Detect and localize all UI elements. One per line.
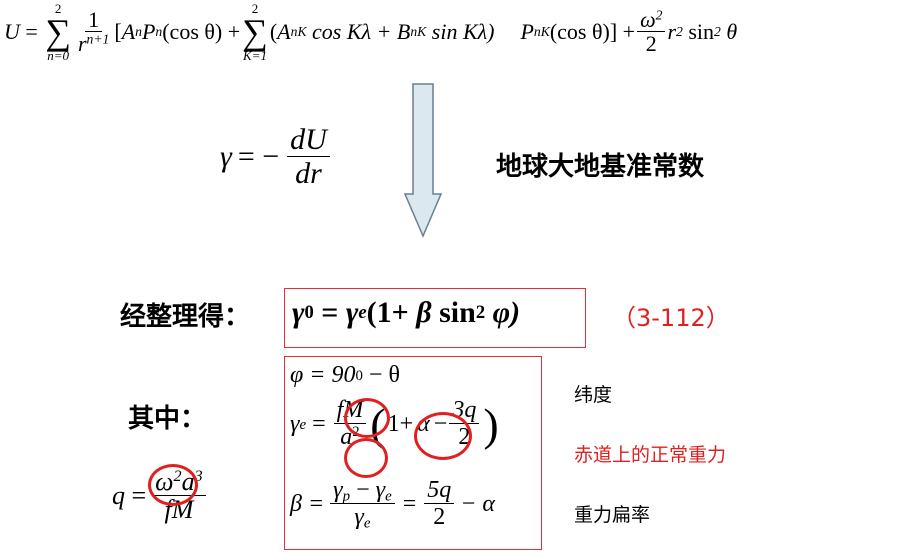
where-label: 其中：: [128, 404, 207, 434]
inverse-r-fraction: 1 rn+1: [77, 6, 110, 57]
beta-definition: β = γp − γe γe = 5q 2 − α: [290, 477, 496, 532]
down-arrow-icon: [404, 83, 442, 238]
gamma-derivative-equation: γ = − dU dr: [220, 124, 332, 190]
highlight-circle-omega: [148, 464, 198, 506]
equation-number: （3-112）: [612, 304, 730, 332]
highlight-circle-a2: [344, 438, 388, 478]
definitions-box: [284, 356, 542, 550]
note-equator-gravity: 赤道上的正常重力: [574, 444, 727, 466]
highlight-circle-alpha: [414, 412, 472, 460]
result-label: 经整理得：: [120, 302, 251, 332]
note-latitude: 纬度: [574, 384, 613, 406]
geodetic-constants-heading: 地球大地基准常数: [496, 152, 705, 182]
main-formula-box: [284, 288, 586, 348]
sum-operator-2: 2 ∑ K=1: [242, 1, 268, 64]
sum-operator-1: 2 ∑ n=0: [45, 1, 71, 64]
note-flattening: 重力扁率: [574, 504, 651, 526]
potential-lhs: U: [4, 19, 20, 45]
omega-squared-half: ω2 2: [637, 8, 666, 56]
highlight-circle-fM: [344, 398, 390, 438]
